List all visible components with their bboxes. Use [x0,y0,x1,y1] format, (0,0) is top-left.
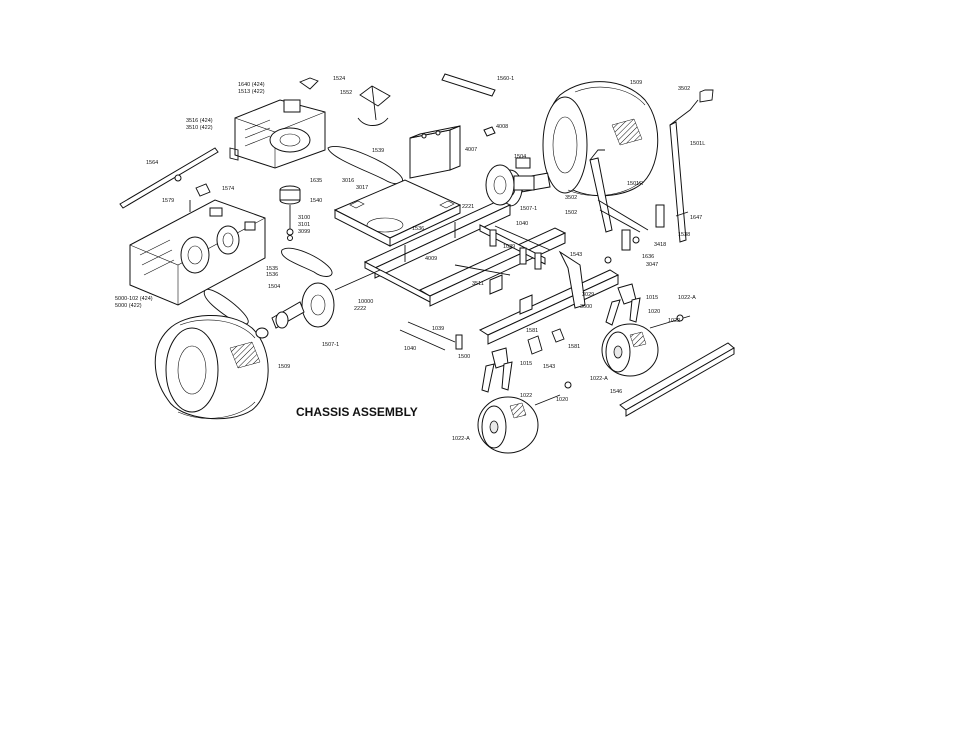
part-label-1560-1: 1560-1 [497,76,514,82]
belt-middle [281,247,333,277]
rear-tire-left [154,315,269,420]
part-label-3047: 3047 [646,262,658,268]
part-label-1647: 1647 [690,215,702,221]
part-label-1536: 1536 [266,272,278,278]
part-label-1020: 1020 [556,397,568,403]
bolt-4008 [483,126,496,137]
part-label-1040: 1040 [516,221,528,227]
part-label-4008: 4008 [496,124,508,130]
part-label-1524: 1524 [333,76,345,82]
part-label-1640-424: 1640 (424) [238,82,265,88]
part-label-3029: 3029 [582,292,594,298]
part-label-2222: 2222 [354,306,366,312]
part-label-3016: 3016 [342,178,354,184]
part-label-1022: 1022 [520,393,532,399]
part-label-1504: 1504 [514,154,526,160]
caster-wheel-right [601,323,659,377]
part-label-1039: 1039 [432,326,444,332]
axle-bolt-right [649,314,691,329]
part-label-3516-424: 3516 (424) [186,118,213,124]
part-label-3510-422: 3510 (422) [186,125,213,131]
caster-wheel-left [477,396,539,454]
part-label-3600: 3600 [580,304,592,310]
part-label-5000-102-424: 5000-102 (424) [115,296,153,302]
axle-bolt-left [534,381,572,406]
part-label-1581: 1581 [526,328,538,334]
center-rods [334,225,586,309]
part-label-1501r: 1501R [627,181,643,187]
part-label-3502: 3502 [678,86,690,92]
chassis-frame [333,179,620,345]
diagram-title: CHASSIS ASSEMBLY [296,405,418,419]
part-label-1546: 1546 [610,389,622,395]
bracket-1524 [299,77,319,90]
lower-rods [399,321,565,355]
part-label-3099: 3099 [298,229,310,235]
part-label-1022-a: 1022-A [452,436,470,442]
bracket-1574 [189,183,211,212]
drive-pulley-left [271,282,335,329]
part-label-3100: 3100 [298,215,310,221]
part-label-1015: 1015 [520,361,532,367]
engine [229,99,326,169]
front-bar-1546 [619,342,735,417]
part-label-3017: 3017 [356,185,368,191]
drive-pulley-right [485,164,535,206]
rod-1564 [119,147,219,209]
part-label-1543: 1543 [543,364,555,370]
small-parts-right [597,199,689,264]
part-label-1636: 1636 [642,254,654,260]
belt-upper [327,146,403,185]
part-label-1501l: 1501L [690,141,705,147]
part-label-3101: 3101 [298,222,310,228]
part-label-1509: 1509 [630,80,642,86]
part-label-1507-1: 1507-1 [520,206,537,212]
part-label-1507-1: 1507-1 [322,342,339,348]
rear-tire-right [542,81,659,197]
part-label-1635: 1635 [310,178,322,184]
part-label-1500: 1500 [458,354,470,360]
part-label-3502: 3502 [565,195,577,201]
part-label-1509: 1509 [278,364,290,370]
caster-fork-left [481,347,513,393]
part-label-1539: 1539 [372,148,384,154]
hub-left [255,327,269,339]
part-label-1581: 1581 [568,344,580,350]
part-label-1504: 1504 [268,284,280,290]
caster-fork-right [605,283,641,326]
part-label-1022-a: 1022-A [590,376,608,382]
part-label-1020: 1020 [648,309,660,315]
part-label-4009: 4009 [425,256,437,262]
part-label-3418: 3418 [654,242,666,248]
part-label-1574: 1574 [222,186,234,192]
part-label-4007: 4007 [465,147,477,153]
steering-lever-left [669,89,714,243]
part-label-3511: 3511 [472,281,484,287]
part-label-1535: 1535 [266,266,278,272]
part-label-1538: 1538 [678,232,690,238]
part-labels: 1640 (424)1513 (422) 1524 1552 1560-1 1509 35… [115,76,705,442]
part-label-1543: 1543 [570,252,582,258]
part-label-1540: 1540 [310,198,322,204]
battery [409,125,461,179]
part-label-2221: 2221 [462,204,474,210]
engine-pulley [279,185,301,241]
transaxle [129,199,266,306]
part-label-1022-a: 1022-A [678,295,696,301]
part-label-1015: 1015 [646,295,658,301]
part-label-1579: 1579 [162,198,174,204]
bar-1560-1 [441,73,496,97]
part-label-1564: 1564 [146,160,158,166]
part-label-1039: 1039 [503,244,515,250]
part-label-1022: 1022 [668,318,680,324]
part-label-1502: 1502 [565,210,577,216]
part-label-1513-422: 1513 (422) [238,89,265,95]
part-label-5000-422: 5000 (422) [115,303,142,309]
part-label-1040: 1040 [404,346,416,352]
part-label-1552: 1552 [340,90,352,96]
seat-bracket [357,85,391,126]
part-label-1536: 1536 [412,226,424,232]
part-label-10000: 10000 [358,299,373,305]
